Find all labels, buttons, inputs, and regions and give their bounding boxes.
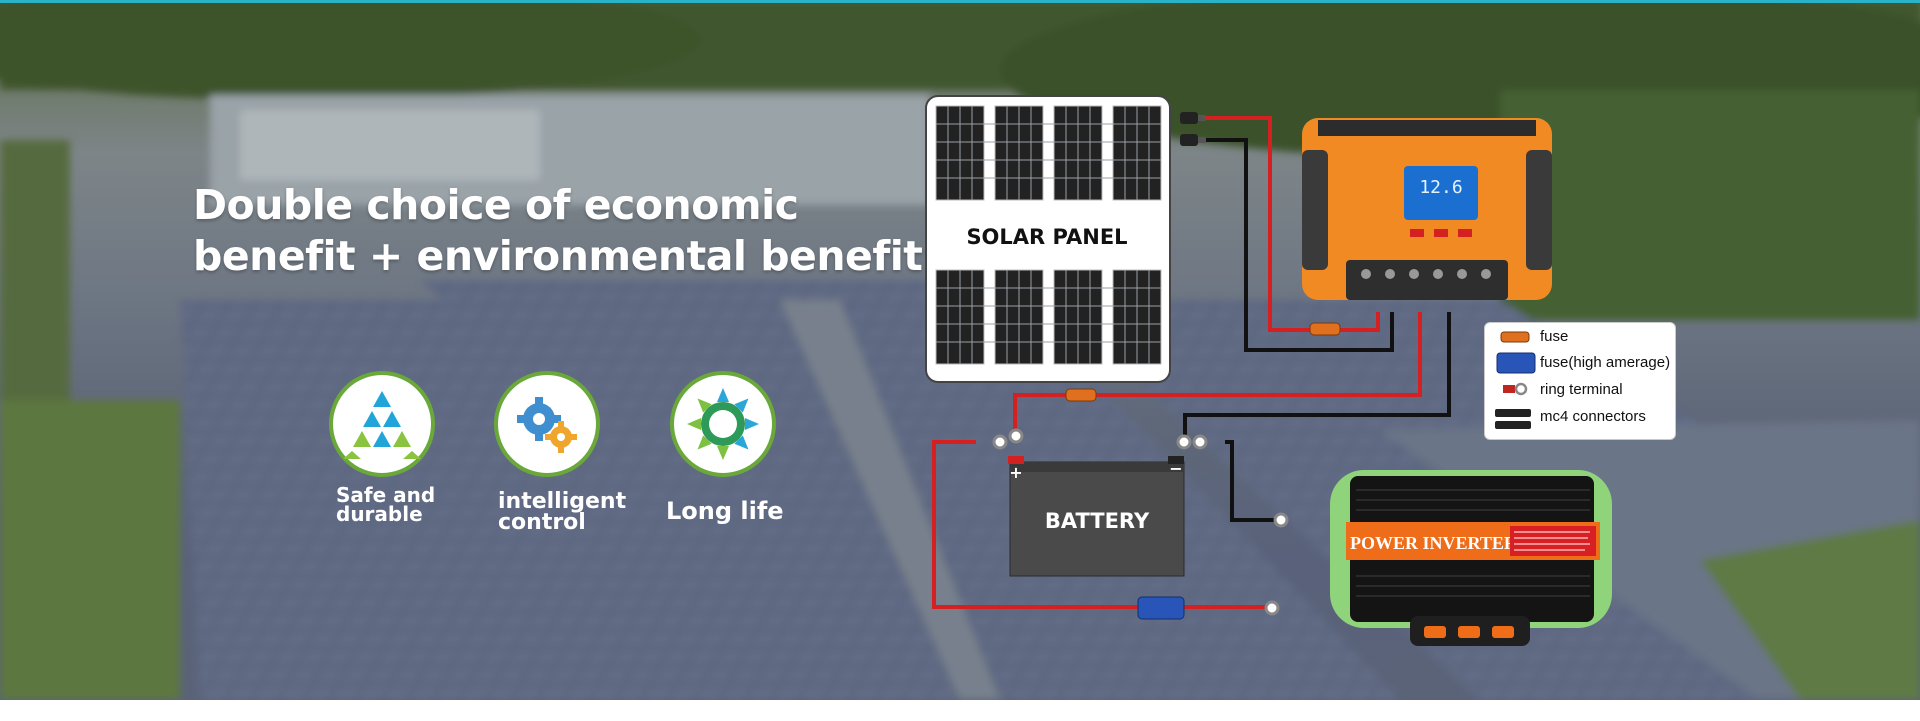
fuse-icon: [1065, 388, 1097, 402]
ring-terminal-icon: [1503, 382, 1528, 396]
battery: + − BATTERY: [1008, 456, 1185, 577]
legend-item-fuse: fuse: [1540, 328, 1568, 345]
page-background: [0, 700, 1920, 721]
fuse-icon: [1500, 331, 1530, 343]
power-inverter: POWER INVERTER: [1330, 470, 1612, 646]
ring-terminal-icon: [992, 428, 1289, 616]
mc4-connector-icon: [1495, 409, 1531, 429]
feature-safe-label-line1: Safe and: [336, 483, 436, 507]
gears-icon: [494, 371, 600, 477]
wire-battery-pos: [1013, 312, 1422, 430]
high-amp-fuse-icon: [1496, 352, 1536, 374]
wire-panel-pos: [1195, 116, 1380, 332]
feature-long-life: [670, 371, 776, 477]
title-line-1: Double choice of economic: [193, 181, 799, 229]
feature-safe-label: Safe and durable: [336, 483, 436, 526]
feature-safe: [329, 371, 435, 477]
feature-long-life-label-line1: Long life: [666, 497, 784, 525]
controller-display: 12.6: [1419, 177, 1462, 198]
feature-long-life-label: Long life: [666, 497, 784, 525]
legend-item-high-amp-fuse: fuse(high amerage): [1540, 354, 1670, 371]
title-line-2: benefit + environmental benefit: [193, 232, 923, 280]
legend-label: ring terminal: [1540, 381, 1623, 398]
legend-item-mc4: mc4 connectors: [1540, 408, 1646, 425]
wire-battery-neg: [1183, 312, 1451, 436]
feature-safe-label-line2: durable: [336, 502, 423, 526]
legend-item-ring-terminal: ring terminal: [1540, 381, 1623, 398]
high-amp-fuse-icon: [1137, 596, 1185, 620]
wiring-diagram: SOLAR PANEL 12.6: [925, 95, 1612, 646]
page-title: Double choice of economic benefit + envi…: [193, 180, 923, 282]
inverter-label: POWER INVERTER: [1350, 533, 1518, 553]
charge-controller: 12.6: [1302, 118, 1552, 300]
mc4-connectors: [1180, 112, 1206, 146]
feature-intelligent-label-line2: control: [498, 510, 586, 535]
solar-panel: SOLAR PANEL: [925, 95, 1171, 383]
wire-panel-neg: [1195, 138, 1394, 352]
battery-plus: +: [1009, 463, 1022, 482]
wire-inverter-neg: [1225, 440, 1275, 522]
solar-panel-label: SOLAR PANEL: [966, 225, 1127, 249]
legend-label: fuse: [1540, 328, 1569, 345]
feature-intelligent-label-line1: intelligent: [498, 489, 627, 514]
fuse-icon: [1309, 322, 1341, 336]
legend: fuse fuse(high amerage) ring terminal mc…: [1484, 322, 1676, 440]
battery-label: BATTERY: [1045, 509, 1150, 533]
hero-banner: Double choice of economic benefit + envi…: [0, 0, 1920, 700]
legend-label: mc4 connectors: [1540, 408, 1646, 425]
feature-intelligent-label: intelligent control: [498, 489, 627, 535]
sun-ring-icon: [670, 371, 776, 477]
pyramid-icon: [329, 371, 435, 477]
legend-label: fuse(high amerage): [1540, 354, 1671, 371]
wire-inverter-pos: [932, 440, 1265, 609]
feature-intelligent: [494, 371, 600, 477]
battery-minus: −: [1169, 459, 1182, 478]
